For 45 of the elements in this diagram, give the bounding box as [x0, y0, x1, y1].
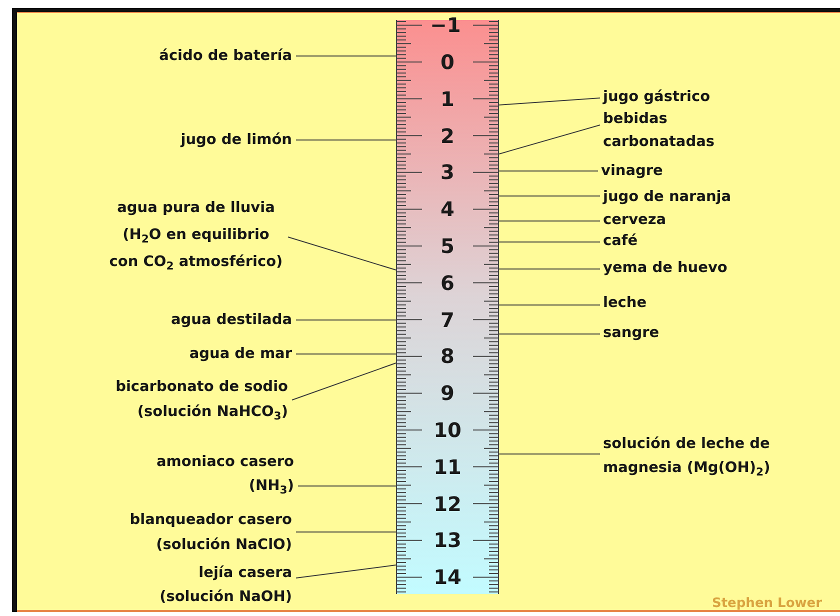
substance-label: cerveza	[603, 210, 666, 230]
scale-number: 6	[440, 272, 456, 293]
leader-line	[498, 268, 600, 270]
scale-number: 8	[440, 346, 456, 366]
scale-number: 14	[432, 567, 462, 588]
substance-label: agua pura de lluvia (H$_{2}$O en equilibrio con CO$_{2}$ atmosférico)	[108, 195, 284, 276]
scale-number: 3	[440, 162, 456, 182]
scale-number: 11	[432, 456, 462, 477]
substance-label: bebidas carbonatadas	[603, 108, 723, 154]
scale-number: 4	[440, 199, 456, 220]
author-credit: Stephen Lower	[712, 596, 822, 611]
substance-label: jugo gástrico	[603, 87, 710, 107]
leader-line	[288, 236, 396, 270]
scale-number: 13	[432, 530, 462, 550]
substance-label: sangre	[603, 323, 660, 343]
substance-label: agua de mar	[189, 342, 292, 366]
leader-line	[498, 170, 598, 172]
substance-label: leche	[603, 293, 647, 313]
substance-label: solución de leche de magnesia (Mg(OH)$_{2}$)	[603, 432, 835, 480]
substance-label: vinagre	[601, 161, 663, 181]
substance-label: agua destilada	[171, 308, 292, 332]
leader-line	[498, 124, 600, 154]
leader-line	[498, 220, 600, 222]
leader-line	[292, 362, 396, 400]
leader-line	[498, 98, 600, 106]
scale-number: 9	[440, 383, 456, 404]
substance-label: yema de huevo	[603, 258, 728, 278]
scale-number: 0	[440, 52, 456, 72]
leader-line	[498, 304, 600, 306]
leader-line	[296, 564, 396, 578]
substance-label: blanqueador casero (solución NaClO)	[87, 508, 292, 558]
scale-number: −1	[429, 15, 462, 36]
scale-number: 7	[440, 310, 456, 330]
scale-number: 10	[432, 420, 462, 440]
substance-label: café	[603, 231, 638, 251]
substance-label: lejía casera (solución NaOH)	[122, 561, 292, 609]
scale-number: 1	[440, 88, 456, 109]
scale-number: 12	[432, 494, 462, 514]
substance-label: amoniaco casero (NH$_{3}$)	[124, 450, 294, 498]
substance-label: jugo de limón	[180, 128, 292, 152]
scale-number: 5	[440, 236, 456, 256]
substance-label: jugo de naranja	[603, 187, 732, 207]
scale-number: 2	[440, 126, 456, 146]
substance-label: bicarbonato de sodio (solución NaHCO$_{3}$)	[73, 375, 288, 425]
substance-label: ácido de batería	[159, 44, 292, 68]
